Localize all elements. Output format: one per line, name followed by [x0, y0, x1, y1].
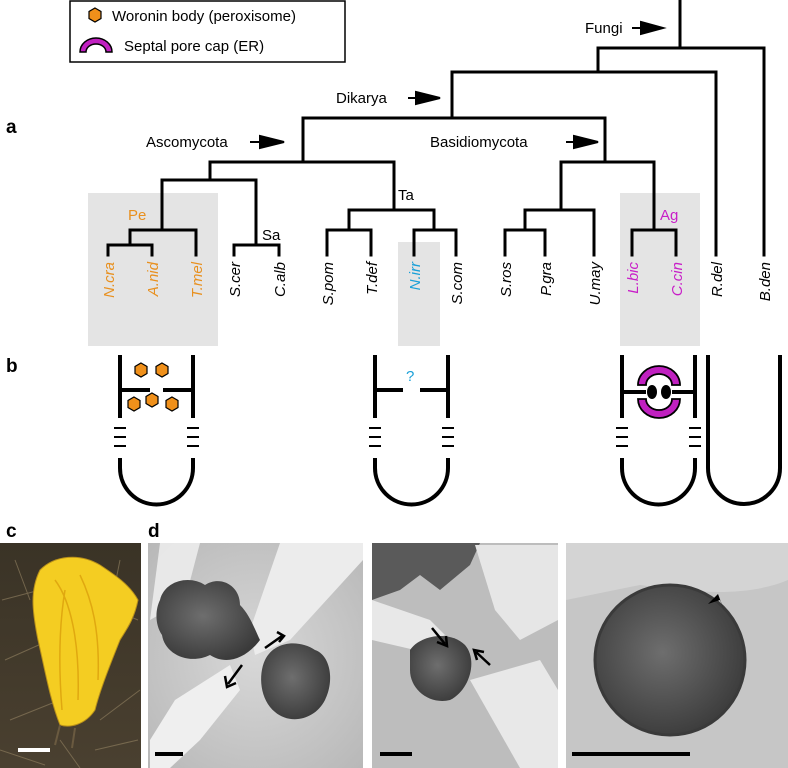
em-image-2 [372, 543, 558, 768]
arrow-right-icon [632, 20, 667, 36]
em-image-3 [566, 543, 788, 768]
taxon-nirr: N.irr [407, 261, 424, 290]
taxon-tdef: T.def [364, 260, 381, 295]
hexagon-icon [155, 362, 169, 378]
taxon-spom: S.pom [320, 262, 337, 305]
legend-woronin-label: Woronin body (peroxisome) [112, 8, 296, 25]
clade-label-dikarya: Dikarya [336, 90, 388, 107]
taxon-calb: C.alb [272, 262, 289, 297]
hypha-nirr: ? [369, 355, 454, 507]
legend-box [69, 0, 346, 63]
taxon-umay: U.may [587, 261, 604, 306]
photo-chanterelle [0, 543, 141, 768]
nirr-box [398, 242, 440, 346]
panel-label-c: c [6, 521, 17, 542]
taxon-scer: S.cer [227, 261, 244, 297]
scale-bar-d3 [572, 752, 690, 756]
arrow-right-icon [566, 134, 599, 150]
hypha-basal [706, 355, 782, 506]
agaricomycetes-box [620, 193, 700, 346]
taxon-anid: A.nid [145, 261, 162, 297]
clade-label-ag: Ag [660, 207, 678, 224]
clade-label-sa: Sa [262, 227, 281, 244]
pezizomycotina-box [88, 193, 218, 346]
scale-bar-d2 [380, 752, 412, 756]
arrow-right-icon [250, 134, 285, 150]
hypha-pezizomycotina [114, 355, 199, 507]
taxon-lbic: L.bic [625, 262, 642, 294]
clade-annotations: Fungi Dikarya Ascomycota Basidiomycota P… [128, 20, 678, 244]
clade-label-ascomycota: Ascomycota [146, 134, 228, 151]
clade-label-pe: Pe [128, 207, 146, 224]
taxon-scom: S.com [449, 262, 466, 305]
hypha-agaricomycetes [616, 355, 701, 507]
dolipore-right [661, 385, 671, 399]
taxon-bden: B.den [757, 262, 774, 301]
hexagon-icon [165, 396, 179, 412]
dolipore-left [647, 385, 657, 399]
septal-cap-bottom [637, 398, 681, 419]
woronin-body-em [593, 583, 747, 737]
arrowhead-icon [708, 594, 724, 610]
scale-bar-c [18, 748, 50, 752]
hexagon-icon [127, 396, 141, 412]
taxon-tmel: T.mel [189, 261, 206, 298]
panel-label-a: a [6, 117, 17, 138]
vesicle-2 [261, 643, 331, 720]
panel-label-d: d [148, 521, 160, 542]
vesicle-3 [410, 635, 472, 701]
clade-label-fungi: Fungi [585, 20, 623, 37]
phylogenetic-tree [106, 0, 766, 257]
mushroom-cap [32, 556, 139, 727]
taxon-ccin: C.cin [669, 262, 686, 296]
vesicle-1 [156, 580, 260, 660]
septal-cap-top [637, 365, 681, 386]
legend-septal-label: Septal pore cap (ER) [124, 38, 264, 55]
taxon-pgra: P.gra [538, 262, 555, 296]
scale-bar-d1 [155, 752, 183, 756]
arrow-right-icon [408, 90, 441, 106]
panel-label-b: b [6, 356, 18, 377]
taxon-rdel: R.del [709, 261, 726, 297]
taxon-labels: N.cra A.nid T.mel S.cer C.alb S.pom T.de… [101, 260, 774, 305]
legend: Woronin body (peroxisome) Septal pore ca… [69, 0, 346, 63]
hexagon-icon [88, 7, 102, 23]
pore-unknown-label: ? [406, 368, 414, 385]
taxon-sros: S.ros [498, 262, 515, 298]
hexagon-icon [145, 392, 159, 408]
clade-label-ta: Ta [398, 187, 415, 204]
clade-label-basidiomycota: Basidiomycota [430, 134, 528, 151]
hexagon-icon [134, 362, 148, 378]
em-image-1 [148, 543, 363, 768]
taxon-ncra: N.cra [101, 262, 118, 298]
arc-cap-icon [79, 37, 113, 53]
